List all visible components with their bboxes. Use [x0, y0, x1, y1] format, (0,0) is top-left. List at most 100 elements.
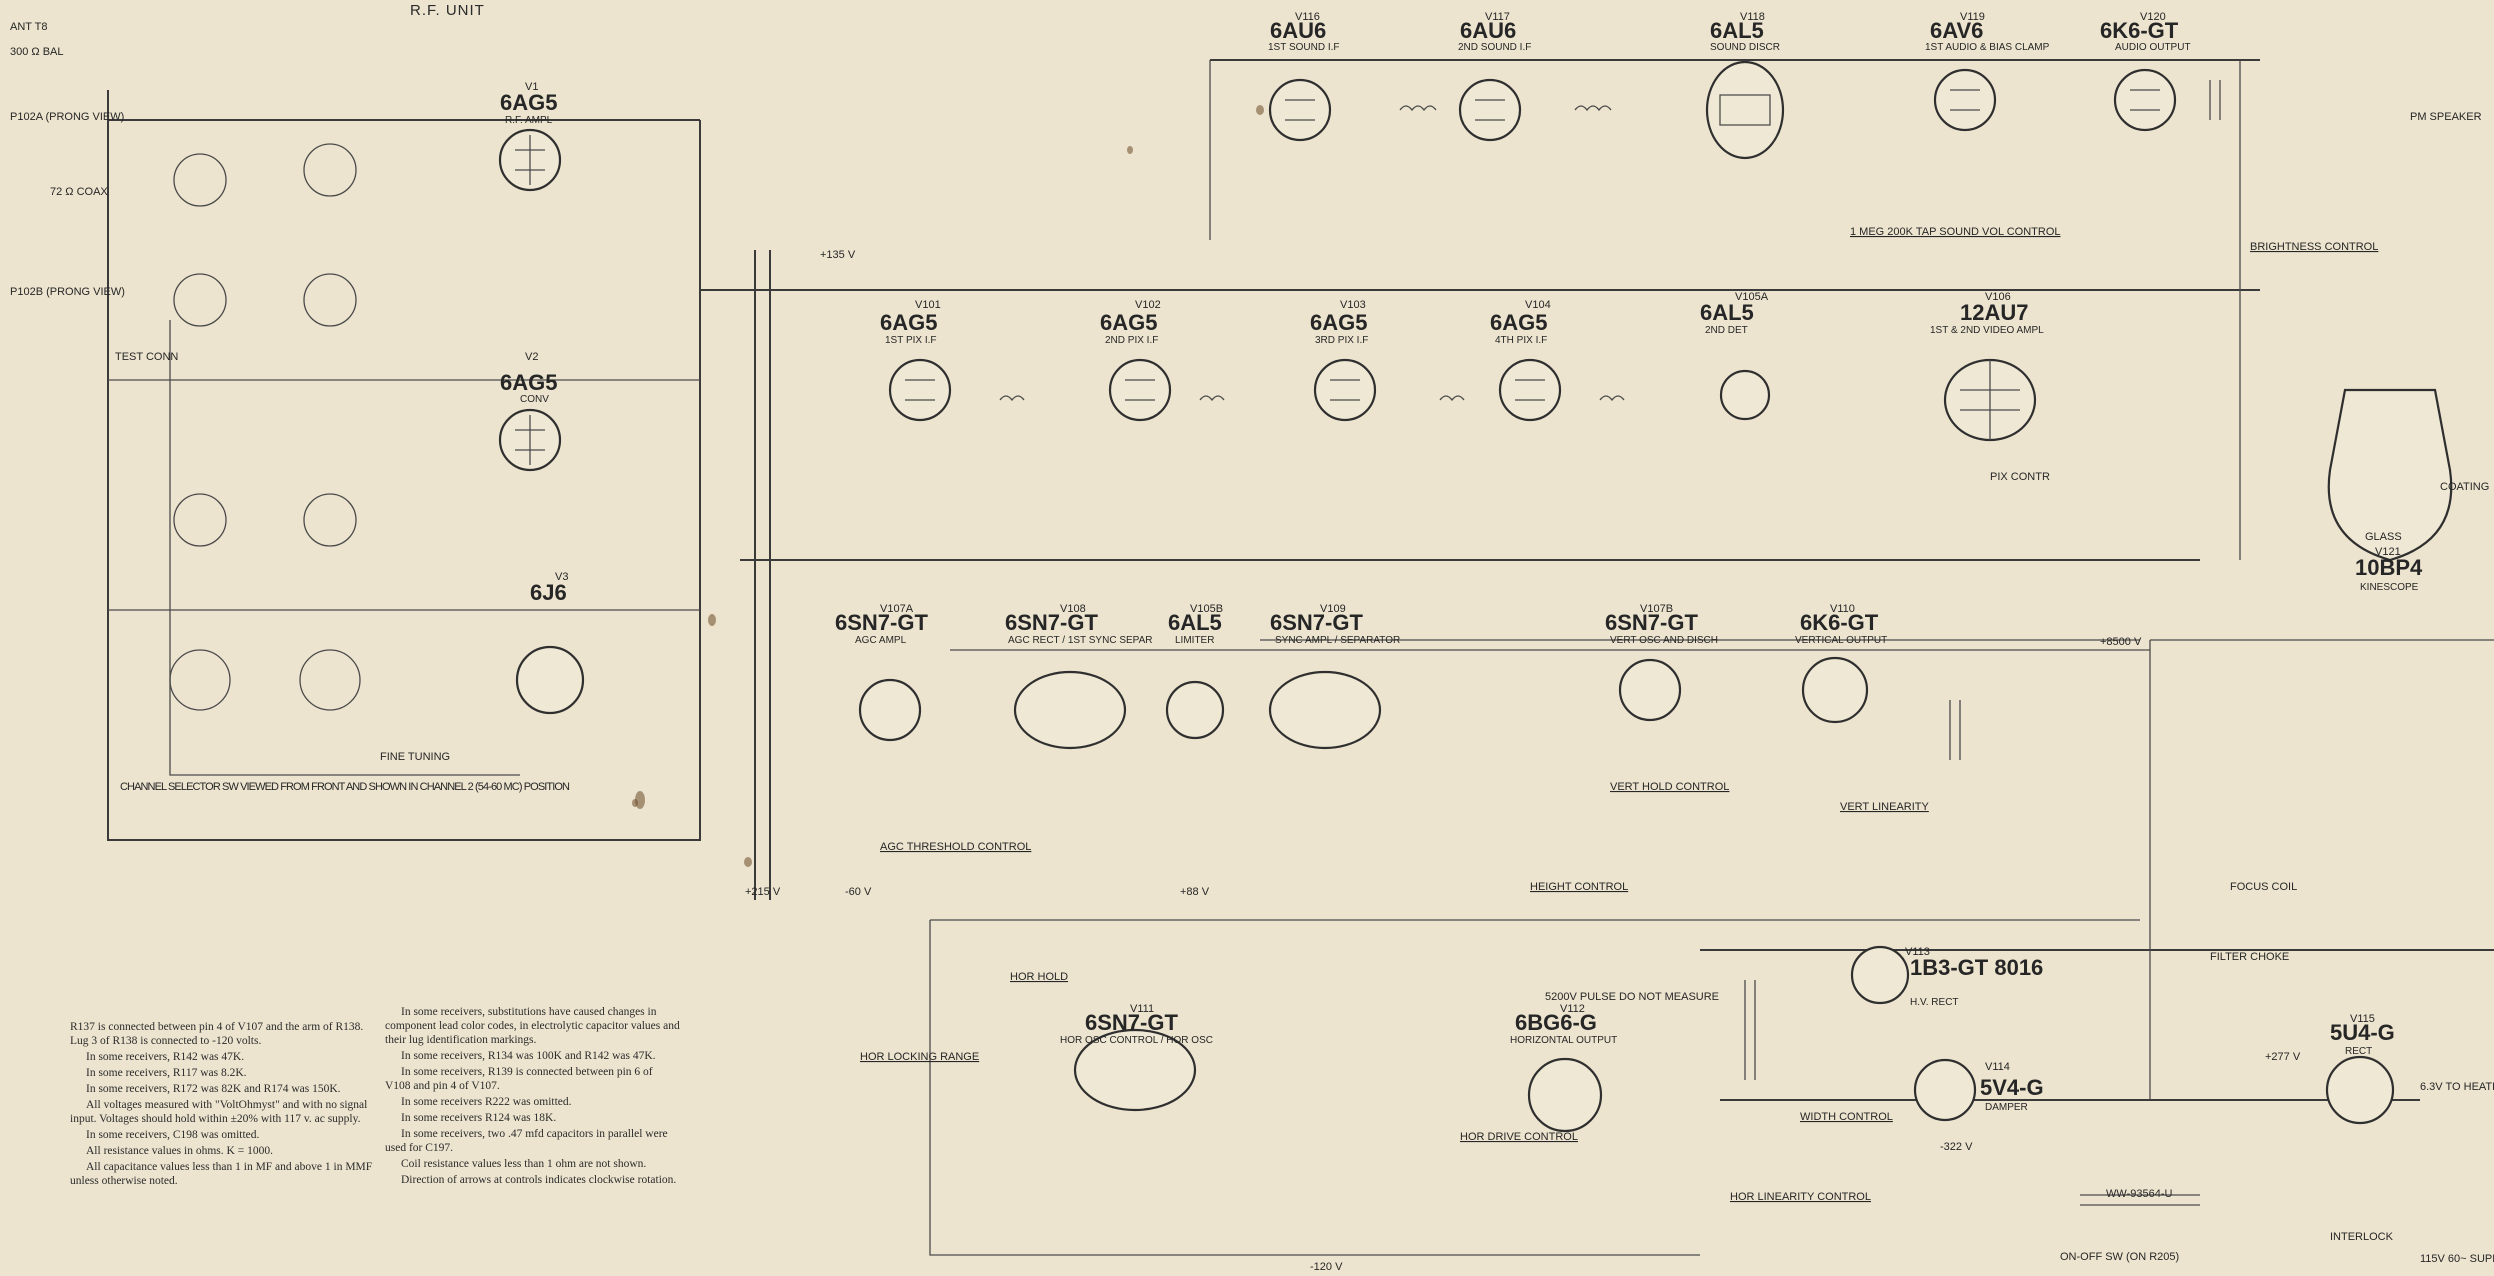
- tube-v102: [1108, 358, 1172, 422]
- svg-text:1ST & 2ND VIDEO AMPL: 1ST & 2ND VIDEO AMPL: [1930, 325, 2044, 336]
- bus-wiring: [700, 59, 2494, 1256]
- v111-type: 6SN7-GT: [1085, 1010, 1178, 1035]
- tube-v108: [1013, 670, 1127, 750]
- svg-text:V3: V3: [555, 571, 568, 583]
- tube-v111: [1073, 1028, 1197, 1112]
- tube-v116: [1268, 78, 1332, 142]
- svg-text:FILTER CHOKE: FILTER CHOKE: [2210, 951, 2289, 963]
- svg-text:V116: V116: [1295, 11, 1320, 23]
- notes-right: In some receivers, substitutions have ca…: [385, 1005, 680, 1189]
- svg-text:CHANNEL SELECTOR SW VIEWED FRO: CHANNEL SELECTOR SW VIEWED FROM FRONT AN…: [120, 781, 570, 793]
- v117-type: 6AU6: [1460, 18, 1516, 43]
- svg-text:1 MEG 200K TAP SOUND VOL CONTR: 1 MEG 200K TAP SOUND VOL CONTROL: [1850, 226, 2061, 238]
- svg-text:VERTICAL OUTPUT: VERTICAL OUTPUT: [1795, 635, 1887, 646]
- tube-v101: [888, 358, 952, 422]
- tube-v113: [1850, 945, 1910, 1005]
- svg-text:DAMPER: DAMPER: [1985, 1102, 2028, 1113]
- svg-text:+88 V: +88 V: [1180, 886, 1210, 898]
- v107a-type: 6SN7-GT: [835, 610, 928, 635]
- tube-refs: V1 R.F. AMPL V2 CONV V3 V116 1ST SOUND I…: [505, 11, 2419, 1113]
- svg-text:5200V PULSE DO NOT MEASURE: 5200V PULSE DO NOT MEASURE: [1545, 991, 1719, 1003]
- svg-text:VERT LINEARITY: VERT LINEARITY: [1840, 801, 1930, 813]
- v112-type: 6BG6-G: [1515, 1010, 1597, 1035]
- svg-text:WIDTH CONTROL: WIDTH CONTROL: [1800, 1111, 1893, 1123]
- svg-text:INTERLOCK: INTERLOCK: [2330, 1231, 2394, 1243]
- v116-type: 6AU6: [1270, 18, 1326, 43]
- tube-v121-kinescope: [2327, 388, 2453, 562]
- tube-v112: [1527, 1057, 1603, 1133]
- tube-v105a: [1719, 369, 1771, 421]
- svg-text:V104: V104: [1525, 299, 1551, 311]
- svg-text:ANT T8: ANT T8: [10, 21, 48, 33]
- v121-type: 10BP4: [2355, 555, 2423, 580]
- rf-unit-frame: [107, 90, 701, 841]
- svg-text:V108: V108: [1060, 603, 1086, 615]
- svg-text:V105A: V105A: [1735, 291, 1769, 303]
- v113-type: 1B3-GT 8016: [1910, 955, 2043, 980]
- svg-text:1ST SOUND I.F: 1ST SOUND I.F: [1268, 42, 1340, 53]
- v108-type: 6SN7-GT: [1005, 610, 1098, 635]
- svg-text:V106: V106: [1985, 291, 2011, 303]
- svg-text:TEST CONN: TEST CONN: [115, 351, 178, 363]
- note-right-5: In some receivers, two .47 mfd capacitor…: [385, 1128, 668, 1154]
- note-right-7: Direction of arrows at controls indicate…: [401, 1174, 677, 1186]
- v2-type: 6AG5: [500, 370, 557, 395]
- svg-text:V101: V101: [915, 299, 941, 311]
- svg-text:V109: V109: [1320, 603, 1346, 615]
- svg-text:AGC AMPL: AGC AMPL: [855, 635, 907, 646]
- v105a-type: 6AL5: [1700, 300, 1754, 325]
- tube-v117: [1458, 78, 1522, 142]
- note-left-0: R137 is connected between pin 4 of V107 …: [70, 1021, 364, 1047]
- svg-text:3RD PIX I.F: 3RD PIX I.F: [1315, 335, 1368, 346]
- svg-text:+215 V: +215 V: [745, 886, 781, 898]
- note-right-4: In some receivers R124 was 18K.: [401, 1112, 557, 1124]
- svg-text:FOCUS COIL: FOCUS COIL: [2230, 881, 2297, 893]
- svg-text:72 Ω COAX: 72 Ω COAX: [50, 186, 108, 198]
- svg-text:HOR DRIVE CONTROL: HOR DRIVE CONTROL: [1460, 1131, 1578, 1143]
- v115-type: 5U4-G: [2330, 1020, 2395, 1045]
- svg-text:V107A: V107A: [880, 603, 914, 615]
- tube-symbols: [498, 60, 2453, 1133]
- v114-type: 5V4-G: [1980, 1075, 2044, 1100]
- svg-text:1ST PIX I.F: 1ST PIX I.F: [885, 335, 937, 346]
- v1-type: 6AG5: [500, 90, 557, 115]
- tube-v107b: [1618, 658, 1682, 722]
- svg-text:V120: V120: [2140, 11, 2166, 23]
- svg-text:P102A (PRONG VIEW): P102A (PRONG VIEW): [10, 111, 124, 123]
- v110-type: 6K6-GT: [1800, 610, 1879, 635]
- svg-text:HOR HOLD: HOR HOLD: [1010, 971, 1068, 983]
- tube-v114: [1913, 1058, 1977, 1122]
- tube-v3: [515, 645, 585, 715]
- tube-v107a: [858, 678, 922, 742]
- svg-text:VERT OSC AND DISCH: VERT OSC AND DISCH: [1610, 635, 1718, 646]
- rail-labels: +135 V +215 V -120 V -60 V +8500 V +88 V…: [745, 249, 2301, 1273]
- svg-text:V1: V1: [525, 81, 538, 93]
- tube-labels: 6AG5 6AG5 6J6 6AU6 6AU6 6AL5 6AV6 6K6-GT…: [500, 18, 2423, 1100]
- note-left-3: In some receivers, R172 was 82K and R174…: [86, 1083, 341, 1095]
- note-right-3: In some receivers R222 was omitted.: [401, 1096, 572, 1108]
- svg-text:HOR LINEARITY CONTROL: HOR LINEARITY CONTROL: [1730, 1191, 1871, 1203]
- svg-text:CONV: CONV: [520, 394, 549, 405]
- svg-text:AGC THRESHOLD CONTROL: AGC THRESHOLD CONTROL: [880, 841, 1031, 853]
- tube-v120: [2113, 68, 2177, 132]
- svg-text:GLASS: GLASS: [2365, 531, 2402, 543]
- svg-text:V121: V121: [2375, 546, 2401, 558]
- v120-type: 6K6-GT: [2100, 18, 2179, 43]
- tube-v109: [1268, 670, 1382, 750]
- svg-text:2ND DET: 2ND DET: [1705, 325, 1748, 336]
- svg-text:HORIZONTAL OUTPUT: HORIZONTAL OUTPUT: [1510, 1035, 1617, 1046]
- svg-text:V107B: V107B: [1640, 603, 1673, 615]
- note-left-2: In some receivers, R117 was 8.2K.: [86, 1067, 247, 1079]
- note-right-6: Coil resistance values less than 1 ohm a…: [401, 1158, 647, 1170]
- svg-text:R.F. AMPL: R.F. AMPL: [505, 115, 553, 126]
- misc-labels: ANT T8 300 Ω BAL P102A (PRONG VIEW) 72 Ω…: [10, 21, 2494, 1265]
- v119-type: 6AV6: [1930, 18, 1983, 43]
- note-left-6: All resistance values in ohms. K = 1000.: [86, 1145, 273, 1157]
- note-left-5: In some receivers, C198 was omitted.: [86, 1129, 260, 1141]
- svg-text:H.V. RECT: H.V. RECT: [1910, 997, 1959, 1008]
- svg-text:SOUND DISCR: SOUND DISCR: [1710, 42, 1780, 53]
- svg-text:V105B: V105B: [1190, 603, 1223, 615]
- svg-text:V117: V117: [1485, 11, 1510, 23]
- svg-text:P102B (PRONG VIEW): P102B (PRONG VIEW): [10, 286, 125, 298]
- coils: [999, 80, 2221, 1206]
